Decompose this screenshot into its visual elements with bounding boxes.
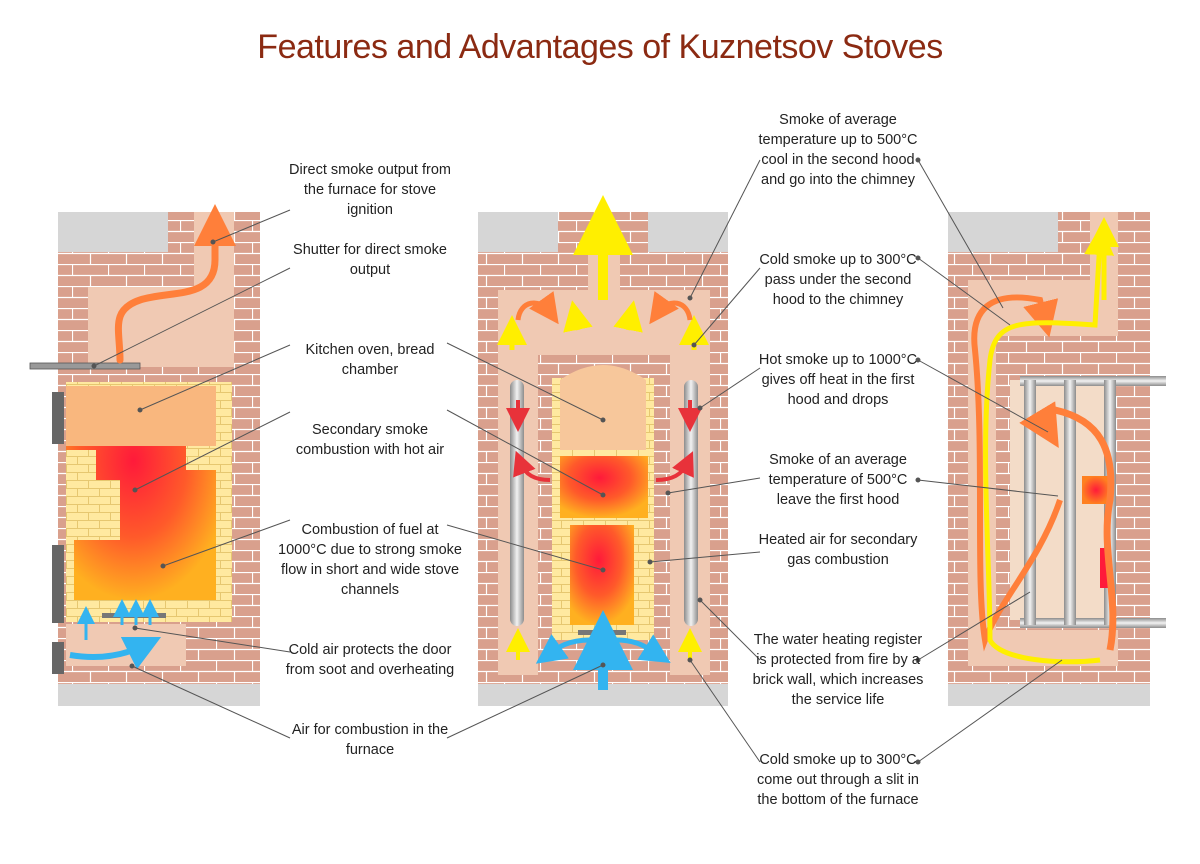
label-water-register: The water heating register is protected … — [752, 632, 924, 708]
label-secondary-combustion: Secondary smoke combustion with hot air — [295, 422, 445, 458]
label-smoke-500-leave: Smoke of an average temperature of 500°C… — [768, 452, 908, 508]
page-title: Features and Advantages of Kuznetsov Sto… — [257, 28, 943, 66]
label-direct-smoke-output: Direct smoke output from the furnace for… — [289, 162, 451, 218]
label-fuel-combustion: Combustion of fuel at 1000°C due to stro… — [278, 522, 462, 598]
stove-side-view — [29, 204, 260, 706]
label-smoke-500-second-hood: Smoke of average temperature up to 500°C… — [758, 112, 918, 188]
label-heated-air: Heated air for secondary gas combustion — [758, 532, 918, 568]
label-cold-air-door: Cold air protects the door from soot and… — [285, 642, 455, 678]
label-cold-smoke-300-under: Cold smoke up to 300°C pass under the se… — [759, 252, 917, 308]
label-air-combustion: Air for combustion in the furnace — [291, 722, 449, 758]
label-kitchen-oven: Kitchen oven, bread chamber — [305, 342, 435, 378]
leader-lines — [91, 157, 1063, 765]
stove-front-view — [478, 195, 728, 706]
label-cold-smoke-slit: Cold smoke up to 300°C come out through … — [756, 752, 919, 808]
stove-register-view — [948, 212, 1166, 706]
label-shutter: Shutter for direct smoke output — [293, 242, 447, 278]
label-hot-smoke-1000: Hot smoke up to 1000°C gives off heat in… — [758, 352, 918, 408]
